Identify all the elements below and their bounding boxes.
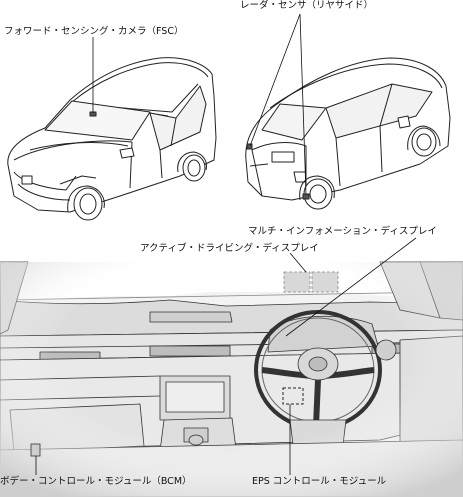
label-fsc-camera: フォワード・センシング・カメラ（FSC）	[4, 26, 184, 37]
leader-lines	[35, 13, 417, 475]
label-multi-info-display: マルチ・インフォメーション・ディスプレイ	[248, 226, 437, 237]
rear-car-illustration	[245, 57, 451, 210]
display-highlight-boxes	[30, 271, 339, 457]
front-car-illustration	[7, 57, 217, 221]
label-eps-module: EPS コントロール・モジュール	[252, 476, 387, 487]
label-radar-sensor: レーダ・センサ（リヤサイド）	[240, 0, 374, 11]
photo-vignette	[0, 262, 463, 497]
label-active-driving-display: アクティブ・ドライビング・ディスプレイ	[140, 243, 319, 254]
label-bcm: ボデー・コントロール・モジュール（BCM）	[0, 476, 192, 487]
